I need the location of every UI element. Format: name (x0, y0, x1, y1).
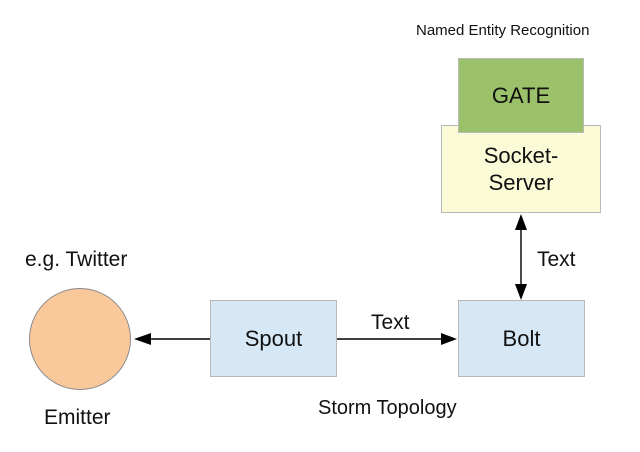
emitter-circle (29, 288, 131, 390)
storm-topology-caption: Storm Topology (318, 397, 457, 419)
arrow-spout-to-emitter (134, 333, 210, 345)
edge-label-bolt-socket: Text (537, 248, 576, 271)
arrow-bolt-socket-bidirectional (515, 214, 527, 300)
bolt-node: Bolt (458, 300, 585, 377)
emitter-caption: Emitter (44, 406, 111, 429)
socket-server-node: Socket- Server (441, 125, 601, 213)
arrow-spout-to-bolt-head (441, 333, 457, 345)
spout-node: Spout (210, 300, 337, 377)
arrow-bolt-socket-head-down (515, 284, 527, 300)
ner-caption: Named Entity Recognition (416, 22, 590, 39)
twitter-caption: e.g. Twitter (25, 248, 128, 271)
edge-label-spout-bolt: Text (371, 311, 410, 334)
gate-node: GATE (458, 58, 584, 133)
arrow-spout-to-emitter-head (134, 333, 151, 345)
socket-server-label: Socket- Server (483, 142, 559, 196)
bolt-label: Bolt (502, 325, 541, 351)
spout-label: Spout (244, 325, 303, 351)
gate-label: GATE (491, 82, 551, 108)
arrow-spout-to-bolt (337, 333, 457, 345)
arrow-bolt-socket-head-up (515, 214, 527, 230)
